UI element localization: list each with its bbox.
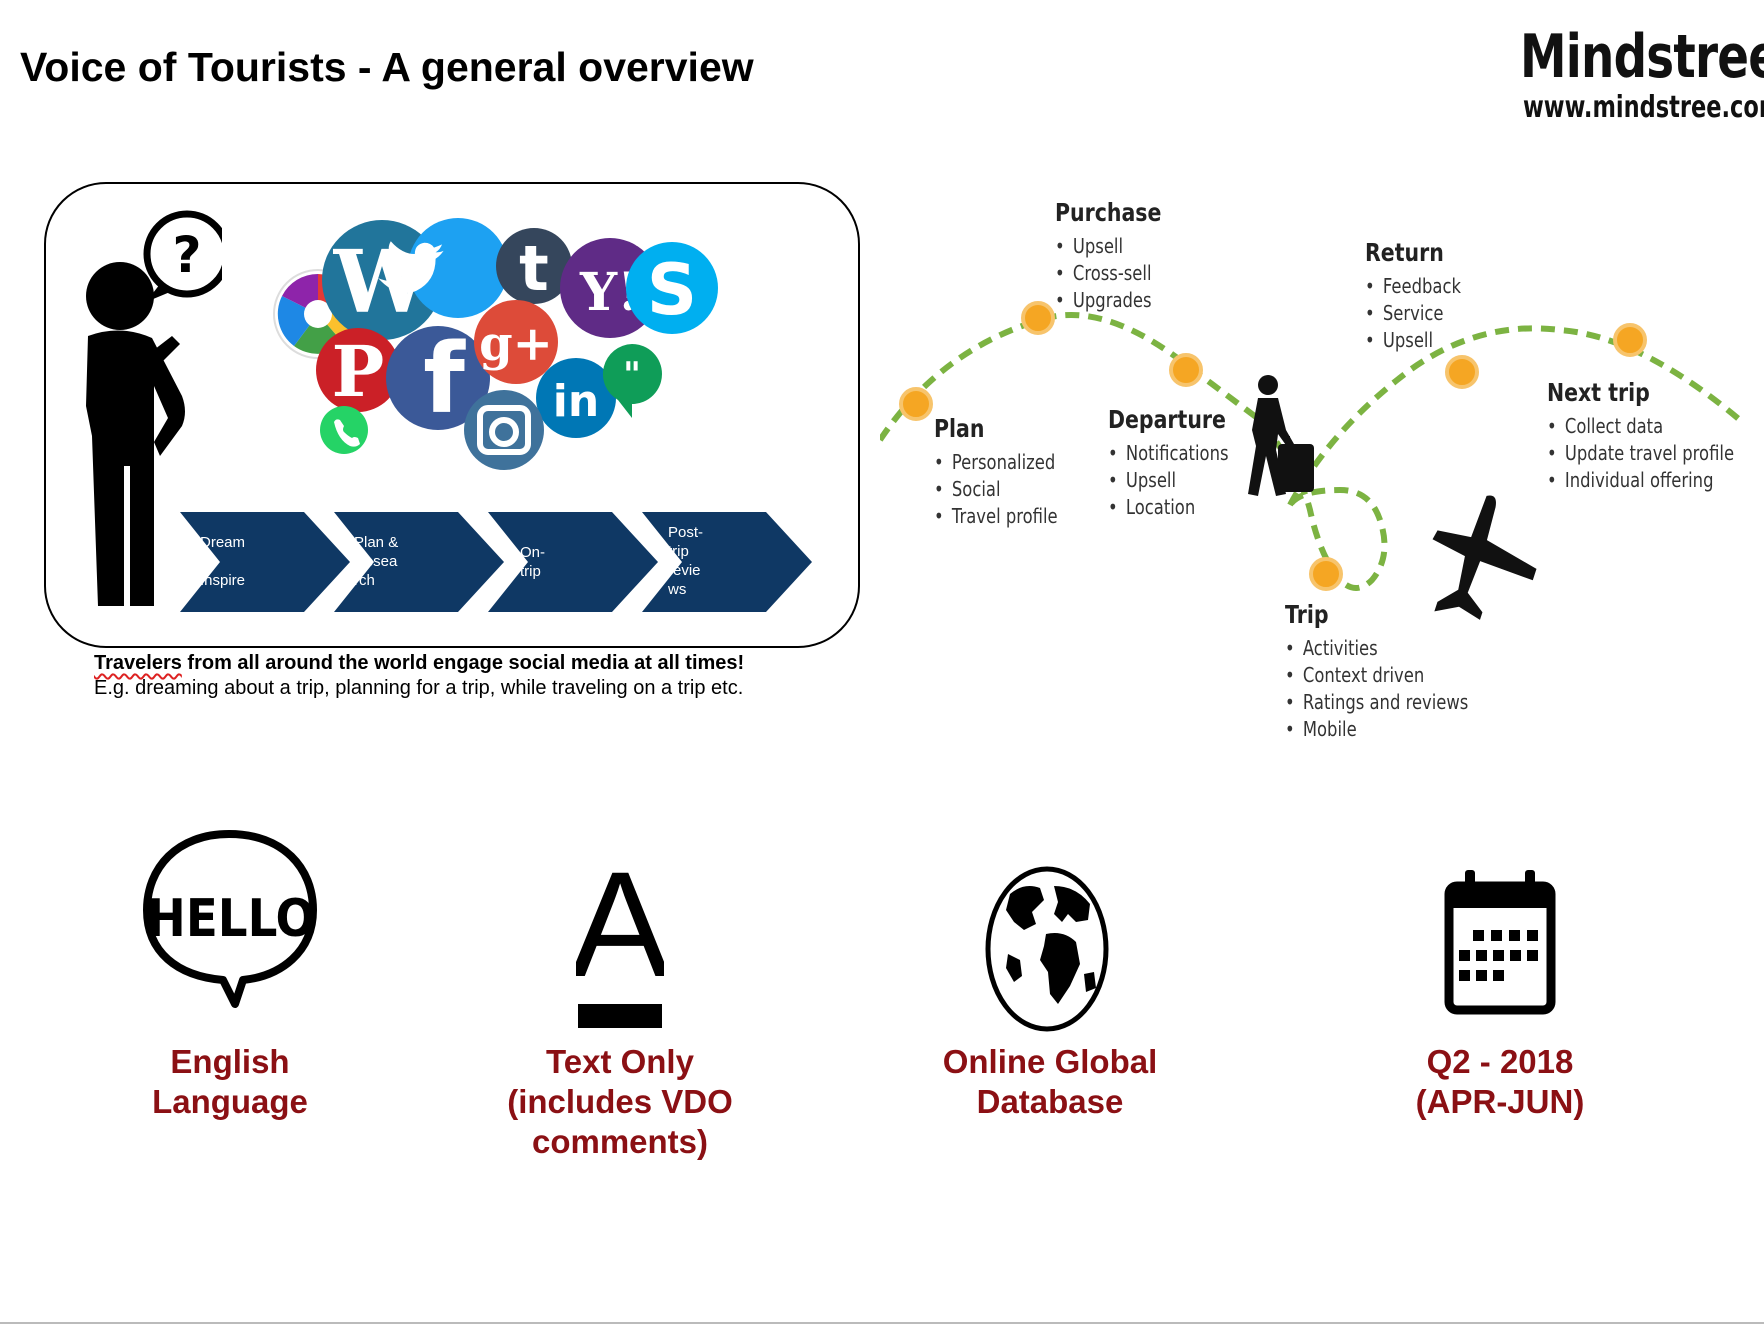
social-icons-cloud: W t Y! S P f g+ in " [273, 218, 718, 470]
globe-icon [985, 866, 1109, 1032]
journey-stage-purchase: Purchase Upsell Cross-sell Upgrades [1055, 198, 1185, 314]
linkedin-icon: in [536, 358, 616, 438]
list-item: Mobile [1285, 716, 1468, 743]
journey-stage-trip: Trip Activities Context driven Ratings a… [1285, 600, 1509, 743]
list-item: Individual offering [1547, 467, 1734, 494]
list-item: Collect data [1547, 413, 1734, 440]
journey-path [880, 301, 1740, 591]
list-item: Upgrades [1055, 287, 1161, 314]
list-item: Feedback [1365, 273, 1461, 300]
google-plus-icon: g+ [474, 300, 558, 384]
facebook-icon: f [386, 323, 490, 435]
caption-line-1: Travelers from all around the world enga… [94, 652, 744, 675]
list-item: Context driven [1285, 662, 1468, 689]
hangouts-icon: " [602, 344, 662, 418]
list-item: Notifications [1108, 440, 1229, 467]
svg-text:?: ? [172, 226, 201, 284]
traveler-luggage-icon [1248, 375, 1314, 496]
svg-text:f: f [423, 323, 466, 435]
stage-label-post-trip: Post- trip revie ws [668, 524, 704, 598]
airplane-icon [1432, 495, 1537, 620]
list-item: Update travel profile [1547, 440, 1734, 467]
twitter-icon [378, 218, 508, 318]
journey-stage-list: Personalized Social Travel profile [934, 449, 1058, 530]
svg-text:g+: g+ [479, 316, 553, 372]
journey-dot-purchase [1021, 301, 1055, 335]
journey-stage-title: Plan [934, 414, 985, 443]
svg-text:in: in [553, 376, 599, 427]
journey-stage-title: Purchase [1055, 198, 1162, 227]
list-item: Upsell [1108, 467, 1229, 494]
svg-text:S: S [647, 249, 697, 331]
list-item: Location [1108, 494, 1229, 521]
svg-text:t: t [519, 232, 549, 305]
brand-logo-url: www.mindstree.com [1523, 90, 1764, 125]
journey-stage-list: Collect data Update travel profile Indiv… [1547, 413, 1734, 494]
feature-database-label: Online Global Database [942, 1043, 1158, 1120]
stage-label-dream: Dream & Inspire [200, 534, 246, 589]
process-chevrons [180, 512, 812, 612]
brand-logo-name: Mindstree [1520, 22, 1764, 92]
journey-stage-list: Upsell Cross-sell Upgrades [1055, 233, 1161, 314]
list-item: Service [1365, 300, 1461, 327]
journey-stage-list: Feedback Service Upsell [1365, 273, 1461, 354]
page-title: Voice of Tourists - A general overview [20, 44, 754, 90]
journey-stage-title: Next trip [1547, 378, 1650, 407]
letter-a-text-icon: A [576, 868, 664, 1028]
chevron-on-trip [488, 512, 658, 612]
letter-a-glyph: A [576, 868, 664, 1008]
caption-line-2: E.g. dreaming about a trip, planning for… [94, 677, 744, 699]
stage-label-plan: Plan & Resea rch [354, 534, 399, 589]
journey-dot-return [1445, 355, 1479, 389]
journey-dot-departure [1169, 353, 1203, 387]
journey-dot-next-trip [1613, 323, 1647, 357]
footer-divider [0, 1322, 1764, 1324]
hello-speech-bubble-icon: HELLO [143, 830, 317, 1008]
journey-stage-plan: Plan Personalized Social Travel profile [934, 414, 1085, 530]
list-item: Upsell [1365, 327, 1461, 354]
instagram-icon [464, 390, 544, 470]
journey-stage-return: Return Feedback Service Upsell [1365, 238, 1482, 354]
caption-rest: from all around the world engage social … [181, 652, 745, 674]
list-item: Ratings and reviews [1285, 689, 1468, 716]
skype-icon: S [626, 242, 718, 334]
list-item: Travel profile [934, 503, 1058, 530]
list-item: Social [934, 476, 1058, 503]
journey-stage-list: Notifications Upsell Location [1108, 440, 1229, 521]
pinterest-icon: P [316, 328, 400, 413]
journey-stage-title: Trip [1285, 600, 1329, 629]
journey-stage-next-trip: Next trip Collect data Update travel pro… [1547, 378, 1764, 494]
stage-label-on-trip: On- trip [520, 544, 546, 580]
journey-dashed-line [880, 312, 1740, 591]
whatsapp-icon [320, 406, 368, 454]
list-item: Cross-sell [1055, 260, 1161, 287]
hello-icon-text: HELLO [147, 889, 316, 949]
chevron-dream [180, 512, 350, 612]
svg-text:": " [623, 355, 641, 395]
caption-emphasis-word: Travelers [94, 652, 182, 674]
tumblr-icon: t [496, 228, 572, 305]
list-item: Upsell [1055, 233, 1161, 260]
journey-stage-list: Activities Context driven Ratings and re… [1285, 635, 1468, 743]
feature-text-only-label: Text Only (includes VDO comments) [507, 1043, 733, 1160]
calendar-icon [1444, 870, 1556, 1015]
journey-stage-title: Departure [1108, 405, 1226, 434]
journey-dot-trip [1309, 557, 1343, 591]
list-item: Personalized [934, 449, 1058, 476]
journey-stage-title: Return [1365, 238, 1444, 267]
chevron-post-trip [642, 512, 812, 612]
journey-stage-departure: Departure Notifications Upsell Location [1108, 405, 1255, 521]
chevron-plan [334, 512, 504, 612]
journey-dot-plan [899, 387, 933, 421]
svg-text:P: P [332, 330, 385, 413]
feature-language-label: English Language [152, 1043, 308, 1120]
thinking-person-icon: ? [86, 210, 222, 606]
list-item: Activities [1285, 635, 1468, 662]
social-media-panel [44, 182, 860, 648]
feature-period-label: Q2 - 2018 (APR-JUN) [1415, 1043, 1585, 1120]
